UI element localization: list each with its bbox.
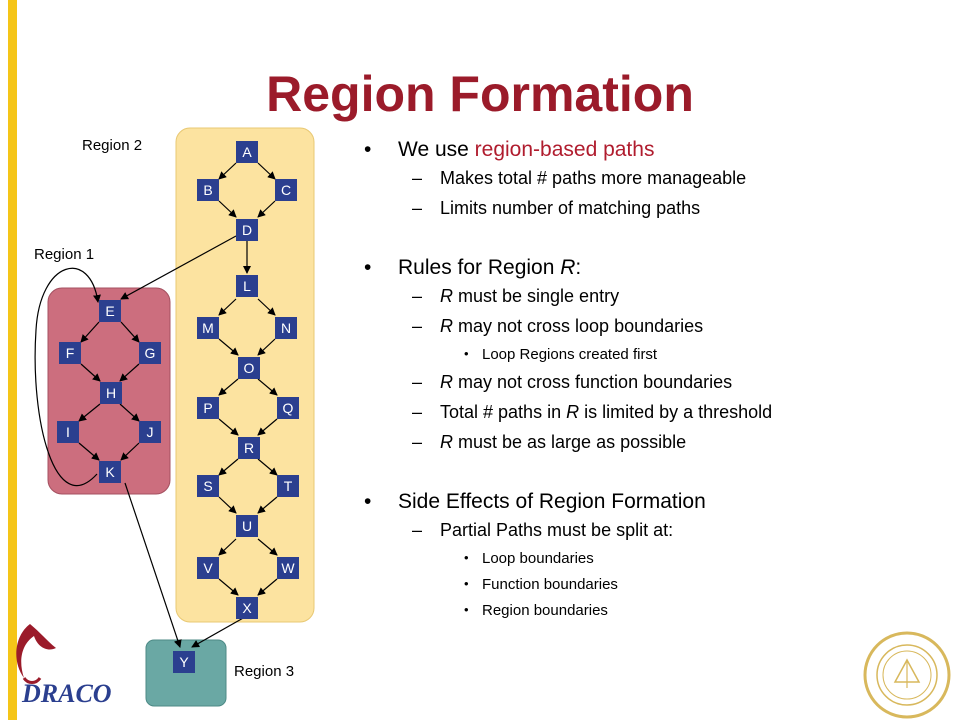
highlight-text: region-based paths [474,138,655,161]
svg-text:DRACO: DRACO [21,679,112,708]
sub-bullet: –R may not cross function boundaries [412,372,733,392]
bullet-text-suffix: : [575,256,582,279]
region-var: R [440,316,453,336]
bullet-text: Side Effects of Region Formation [398,490,706,513]
node-p: P [197,397,219,419]
bullet-region-based: • We use region-based paths [360,138,950,162]
node-t: T [277,475,299,497]
sub-bullet: –R must be as large as possible [412,432,687,452]
sub-bullet: –Total # paths in R is limited by a thre… [412,402,773,422]
sub-sub-bullet-text: Function boundaries [482,576,618,593]
node-m: M [197,317,219,339]
node-h: H [100,382,122,404]
diagram-edges [34,162,278,648]
bullet-text: Rules for Region [398,256,561,279]
sub-sub-bullet: •Function boundaries [464,576,618,593]
university-seal [863,631,951,719]
sub-bullet-text: is limited by a threshold [579,402,773,422]
bullet-rules: • Rules for Region R: [360,256,950,280]
node-y: Y [173,651,195,673]
region-var: R [440,372,453,392]
sub-bullet-text: may not cross function boundaries [453,372,733,392]
bullet-text: We use [398,138,475,161]
sub-bullet: –Limits number of matching paths [412,198,701,218]
region1-label: Region 1 [34,246,95,263]
sub-sub-bullet-text: Region boundaries [482,602,608,619]
region-diagram [34,127,315,707]
region-var: R [560,256,576,279]
node-n: N [275,317,297,339]
sub-bullet: –R may not cross loop boundaries [412,316,704,336]
node-j: J [139,421,161,443]
sub-bullet: –Partial Paths must be split at: [412,520,674,540]
node-s: S [197,475,219,497]
region3-label: Region 3 [234,663,295,680]
region2-label: Region 2 [82,137,143,154]
slide-title: Region Formation [266,66,694,122]
bullet-dot: • [364,256,372,279]
node-u: U [236,515,258,537]
node-b: B [197,179,219,201]
node-i: I [57,421,79,443]
bullet-dot: • [364,138,372,161]
bullet-dot: • [364,490,372,513]
sub-bullet: –R must be single entry [412,286,620,306]
sub-bullet-text: Limits number of matching paths [440,198,701,218]
node-w: W [277,557,299,579]
node-d: D [236,219,258,241]
node-c: C [275,179,297,201]
sub-sub-bullet-text: Loop boundaries [482,550,594,567]
node-q: Q [277,397,299,419]
node-a: A [236,141,258,163]
node-x: X [236,597,258,619]
node-l: L [236,275,258,297]
region-var: R [566,402,580,422]
region-var: R [440,432,453,452]
sub-bullet: –Makes total # paths more manageable [412,168,747,188]
sub-bullet-text: Total # paths in [440,402,567,422]
sub-bullet-text: must be single entry [453,286,620,306]
bullet-list: • We use region-based paths –Makes total… [360,138,950,628]
region-var: R [440,286,453,306]
node-o: O [238,357,260,379]
accent-bar [8,0,17,720]
node-k: K [99,461,121,483]
draco-logo: DRACO [16,624,112,708]
sub-sub-bullet: •Loop Regions created first [464,346,658,363]
node-v: V [197,557,219,579]
sub-bullet-text: must be as large as possible [453,432,687,452]
node-e: E [99,300,121,322]
node-f: F [59,342,81,364]
sub-sub-bullet: •Region boundaries [464,602,608,619]
sub-sub-bullet-text: Loop Regions created first [482,346,658,363]
node-g: G [139,342,161,364]
node-r: R [238,437,260,459]
sub-bullet-text: may not cross loop boundaries [453,316,704,336]
sub-bullet-text: Makes total # paths more manageable [440,168,747,188]
sub-bullet-text: Partial Paths must be split at: [440,520,674,540]
bullet-side-effects: • Side Effects of Region Formation [360,490,950,514]
sub-sub-bullet: •Loop boundaries [464,550,594,567]
region3-box [145,639,227,707]
